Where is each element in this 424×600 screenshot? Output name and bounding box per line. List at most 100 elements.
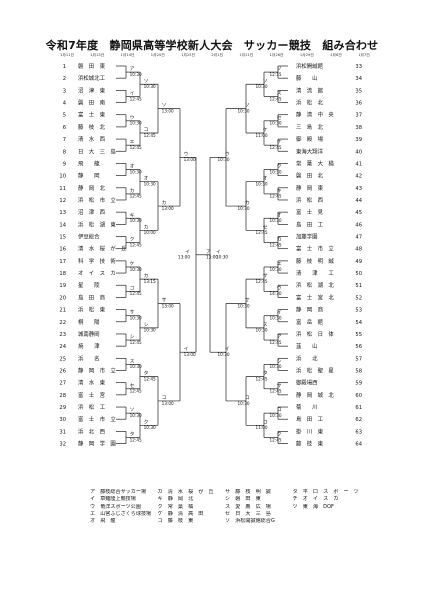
- match-label: ク: [130, 237, 135, 243]
- seed-number: 32: [59, 442, 66, 448]
- seed-number: 26: [59, 369, 66, 375]
- seed-number: 59: [355, 381, 362, 387]
- seed-number: 2: [63, 76, 66, 82]
- venue-entry: チ オ イ ス カ: [292, 496, 339, 503]
- team-name: 浜松開誠館: [296, 62, 323, 70]
- team-name: 静 岡: [78, 172, 100, 180]
- match-label: ス: [130, 358, 135, 364]
- match-label: コ: [245, 395, 250, 401]
- team-name: 伊豆総合: [78, 233, 100, 241]
- team-name: 磐 田 東: [78, 62, 106, 70]
- seed-number: 17: [59, 259, 66, 265]
- team-name: 静 岡 城 北: [296, 391, 334, 399]
- team-name: 藤 枝 北: [78, 123, 106, 131]
- match-time: 12:45: [130, 340, 142, 345]
- seed-number: 14: [59, 222, 66, 228]
- match-label: ウ: [225, 150, 230, 157]
- seed-number: 55: [355, 332, 362, 338]
- match-time: 12:45: [270, 437, 282, 442]
- match-time: 10:30: [130, 72, 142, 77]
- team-name: 浜 松 湖 北: [296, 281, 334, 289]
- venue-entry: シ 磐 田 東: [225, 496, 261, 503]
- seed-number: 40: [355, 149, 362, 155]
- team-name: 加藤学園: [296, 233, 318, 241]
- match-label: イ: [130, 91, 135, 96]
- match-label: ウ: [184, 150, 189, 157]
- match-time: 13:00: [184, 352, 196, 357]
- match-label: サ: [162, 298, 167, 304]
- team-name: 清 水 桜 が 丘: [78, 245, 127, 253]
- venue-row: ア 藤枝総合サッカー場カ 清 水 桜 が 丘サ 藤 枝 明 誠タ 平 口 ス ポ…: [90, 489, 360, 496]
- match-time: 12:45: [256, 376, 268, 381]
- match-time: 10:30: [144, 182, 156, 187]
- match-label: シ: [277, 359, 282, 364]
- seed-number: 9: [63, 161, 66, 167]
- match-time: 10:30: [130, 121, 142, 126]
- team-name: 清 津 工: [296, 269, 334, 277]
- match-time: 12:45: [270, 145, 282, 150]
- match-time: 13:00: [162, 303, 174, 308]
- team-name: 浜 名: [78, 354, 100, 362]
- team-name: 星 陵: [78, 281, 100, 289]
- seed-number: 41: [355, 161, 362, 167]
- schedule-date: 1月6日: [330, 53, 342, 57]
- match-time: 10:00: [144, 230, 156, 235]
- match-label: エ: [130, 139, 135, 145]
- seed-number: 37: [355, 113, 362, 119]
- match-label: オ: [263, 176, 268, 182]
- seed-number: 34: [355, 76, 362, 82]
- seed-number: 6: [63, 125, 66, 131]
- seed-number: 50: [355, 271, 362, 277]
- team-name: 富 士 宮 北: [296, 293, 334, 301]
- match-time: 12:45: [130, 145, 142, 150]
- team-name: 飛 龍: [78, 159, 100, 167]
- match-time: 10:30: [270, 315, 282, 320]
- seed-number: 62: [355, 417, 362, 423]
- team-name: 静 清 中 央: [296, 111, 334, 119]
- team-name: 静 岡 北: [78, 184, 106, 192]
- match-label: サ: [277, 383, 282, 389]
- match-label: セ: [277, 115, 282, 121]
- match-label: カ: [245, 200, 250, 206]
- match-time: 10:30: [238, 108, 250, 113]
- venue-entry: ツ 東 海 DOF: [292, 503, 334, 510]
- team-name: 日 大 三 島: [78, 147, 116, 155]
- team-name: 静 岡 市 立: [78, 367, 116, 375]
- team-name: 磐 田 南: [78, 99, 106, 107]
- match-label: ス: [277, 90, 282, 96]
- team-name: 菊 川: [296, 403, 318, 411]
- venue-entry: サ 藤 枝 明 誠: [225, 489, 271, 495]
- match-label: カ: [162, 200, 167, 206]
- team-name: 富 士 見: [296, 208, 324, 216]
- match-label: シ: [144, 323, 149, 328]
- team-name: 浜 松 湖 東: [78, 220, 116, 228]
- match-time: 12:45: [144, 376, 156, 381]
- venue-entry: [293, 518, 361, 525]
- seed-number: 20: [59, 295, 66, 301]
- match-label: ケ: [263, 126, 268, 133]
- seed-number: 36: [355, 101, 362, 107]
- schedule-date: 1月13日: [90, 53, 105, 57]
- match-time: 12:45: [270, 242, 282, 247]
- venue-entry: [293, 511, 361, 518]
- match-time: 12:45: [130, 194, 142, 199]
- page-title: 令和7年度 静岡県高等学校新人大会 サッカー競技 組み合わせ: [45, 39, 379, 52]
- team-name: 島 田 商: [78, 293, 106, 301]
- match-label: コ: [162, 395, 167, 401]
- match-time: 12:45: [270, 389, 282, 394]
- team-name: 富 士 宮: [78, 391, 105, 399]
- team-name: オ イ ス カ: [78, 270, 116, 277]
- match-time: 10:30: [256, 328, 268, 333]
- team-name: 韮 山: [296, 342, 318, 350]
- team-name: 藤 枝 東: [296, 440, 324, 448]
- match-time: 10:30: [270, 267, 282, 272]
- match-label: タ: [144, 370, 149, 377]
- venue-entry: カ 清 水 桜 が 丘: [157, 489, 214, 495]
- team-name: 浜 松 日 体: [296, 330, 334, 338]
- match-time: 10:30: [256, 182, 268, 187]
- team-name: 焼 津: [78, 342, 100, 350]
- seed-number: 8: [63, 149, 66, 155]
- match-label: ソ: [277, 67, 282, 72]
- seed-number: 10: [59, 174, 66, 180]
- match-time: 10:30: [216, 255, 228, 260]
